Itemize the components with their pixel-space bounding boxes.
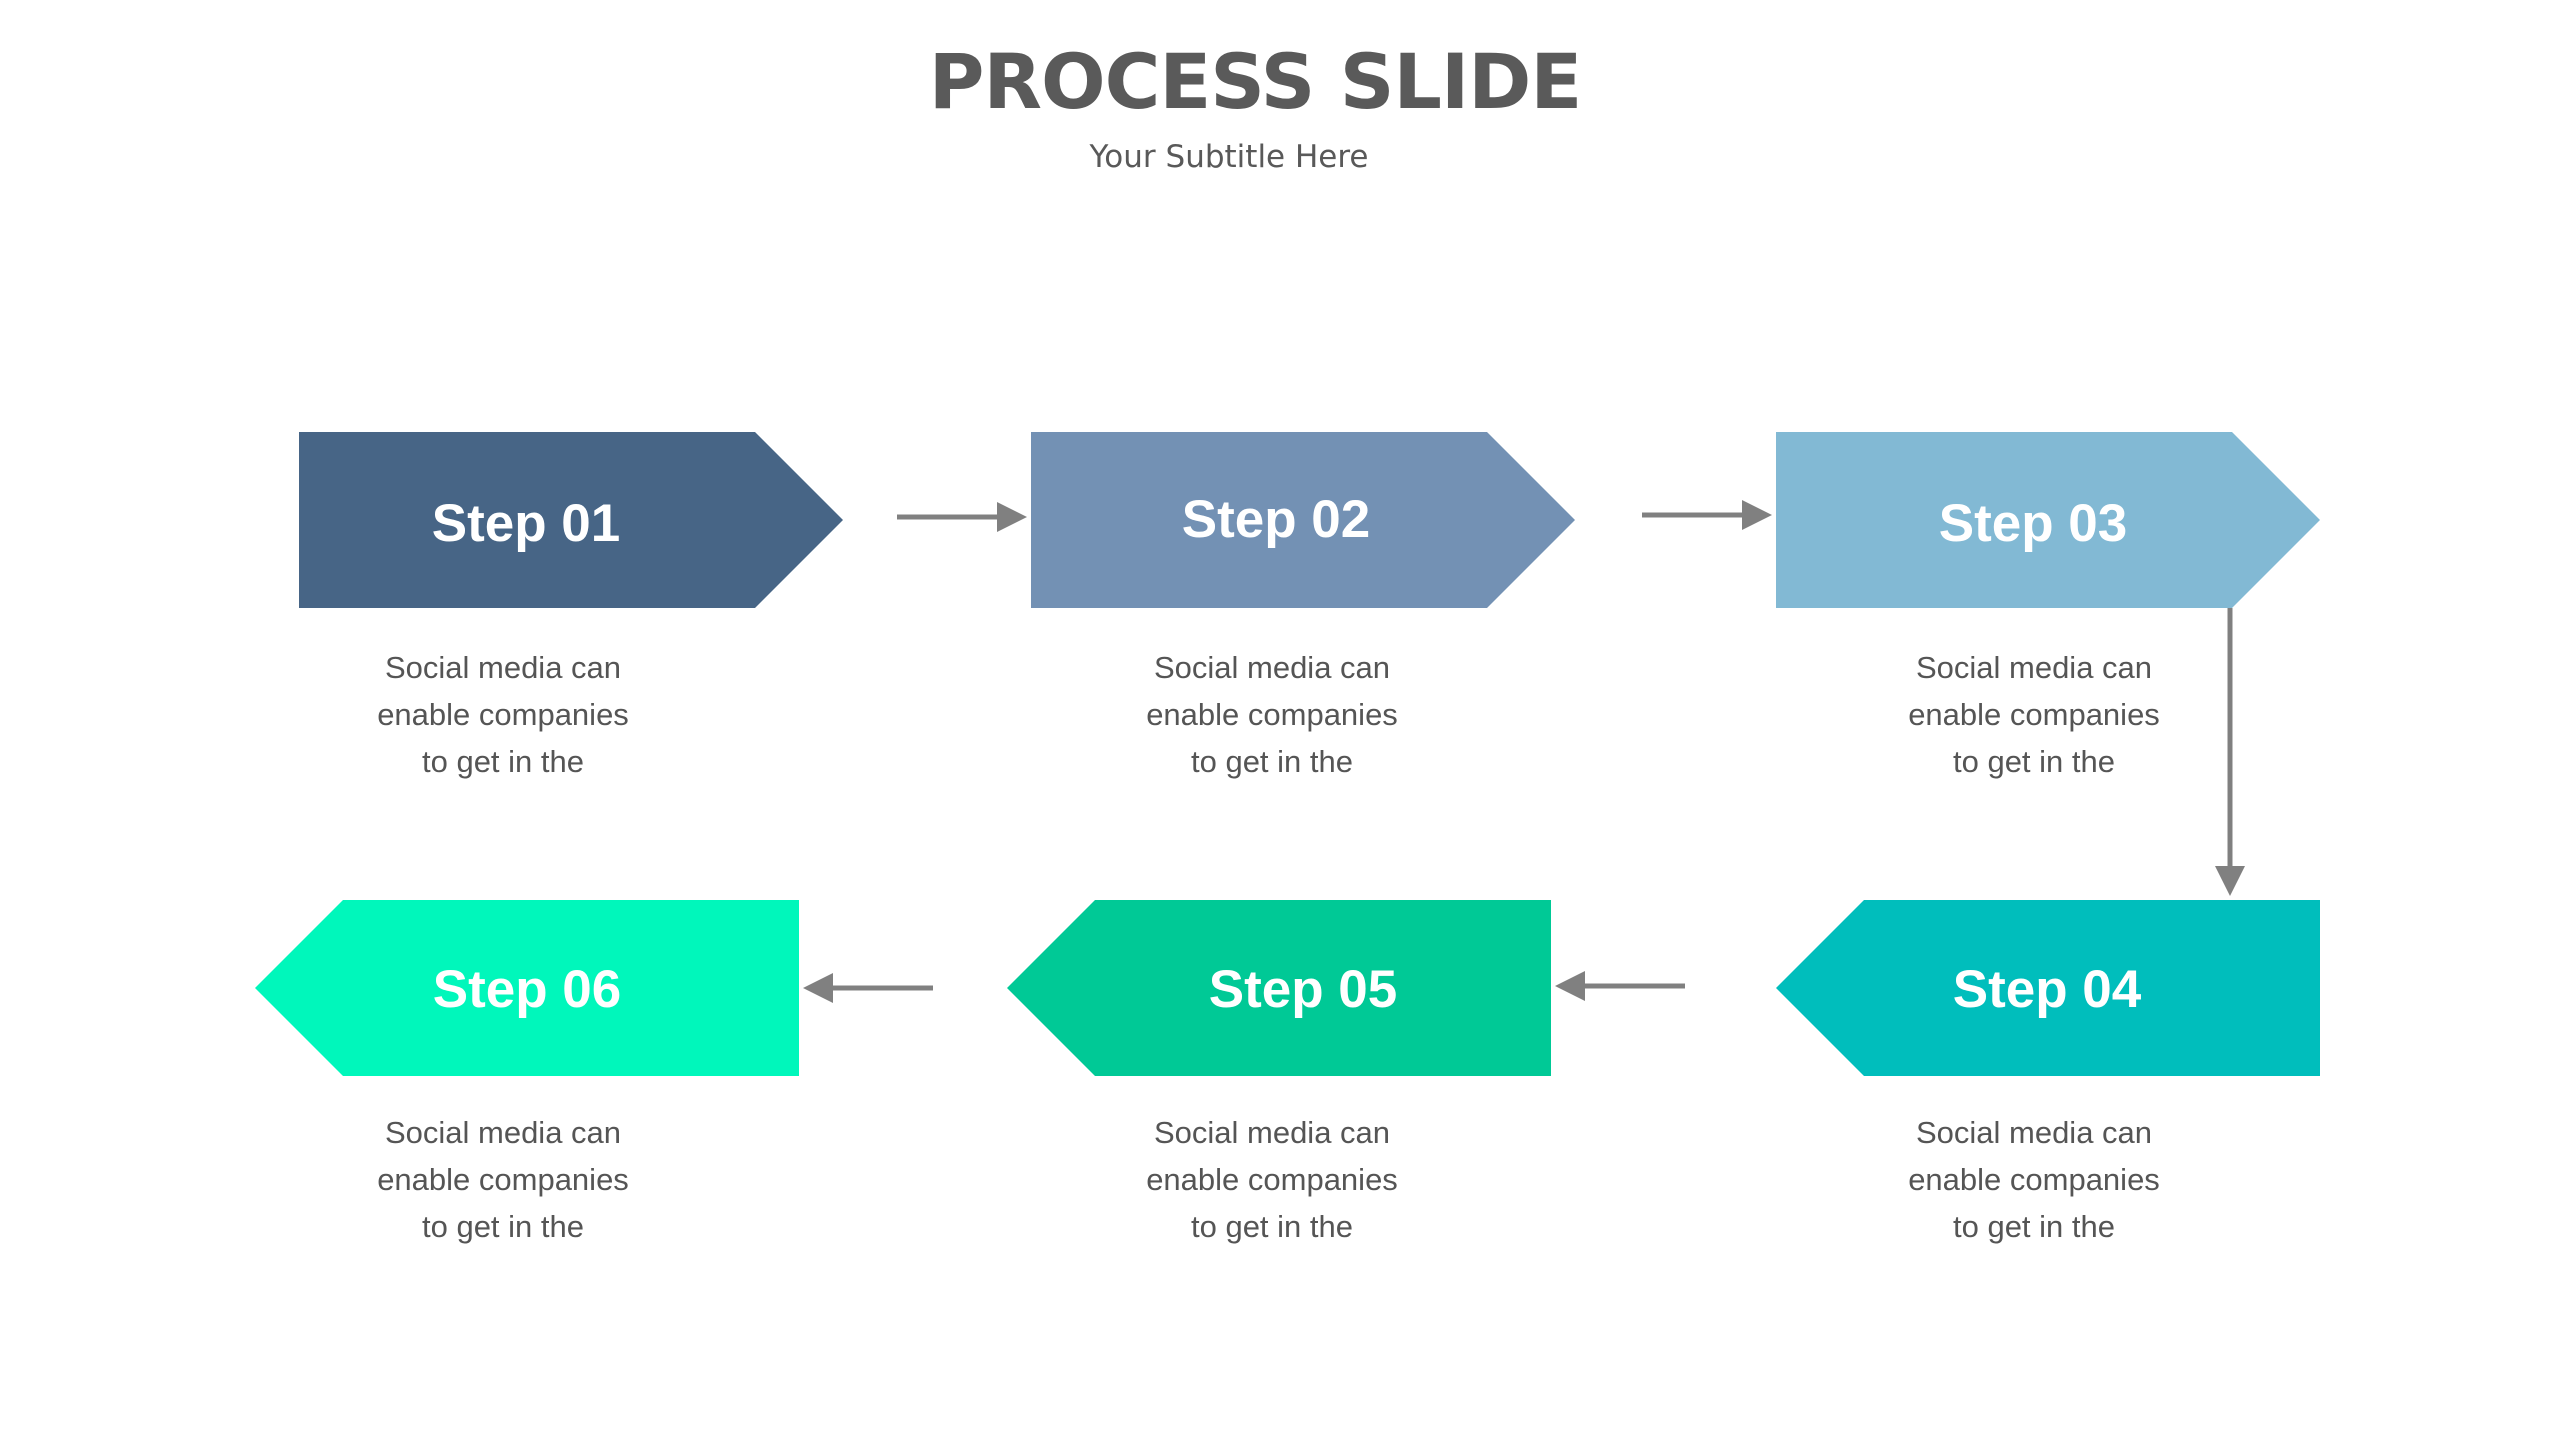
step-06-arrow [255,900,799,1076]
step-04-desc-line-2: enable companies [1908,1162,2160,1197]
step-06-desc-line-3: to get in the [421,1209,584,1244]
step-01-shape: Step 01 [299,432,843,608]
step-06-desc-line-2: enable companies [377,1162,629,1197]
step-03-desc-line-3: to get in the [1952,744,2115,779]
step-05-desc-line-2: enable companies [1146,1162,1398,1197]
step-06-desc-line-1: Social media can [384,1115,622,1150]
step-01-desc-line-1: Social media can [384,650,622,685]
step-04-label: Step 04 [1953,960,2142,1019]
step-05-desc-line-1: Social media can [1153,1115,1391,1150]
step-03-description: Social media can enable companies to get… [1854,644,2214,785]
slide-title: PROCESS SLIDE [928,37,1582,126]
step-04-arrow [1776,900,2320,1076]
step-02-desc-line-2: enable companies [1146,697,1398,732]
step-04-desc-line-3: to get in the [1952,1209,2115,1244]
step-06-shape: Step 06 [255,900,799,1076]
step-04-desc-line-1: Social media can [1915,1115,2153,1150]
step-02-description: Social media can enable companies to get… [1092,644,1452,785]
step-02-desc-line-3: to get in the [1190,744,1353,779]
step-01-arrow [299,432,843,608]
step-05-description: Social media can enable companies to get… [1092,1109,1452,1250]
step-02-label: Step 02 [1182,490,1371,549]
slide-subtitle: Your Subtitle Here [1089,139,1369,175]
step-03-shape: Step 03 [1776,432,2320,608]
step-05-shape: Step 05 [1007,900,1551,1076]
step-05-arrow [1007,900,1551,1076]
step-01-label: Step 01 [432,494,621,553]
step-03-arrow [1776,432,2320,608]
step-02-desc-line-1: Social media can [1153,650,1391,685]
step-02-arrow [1031,432,1575,608]
step-05-desc-line-3: to get in the [1190,1209,1353,1244]
step-01-desc-line-3: to get in the [421,744,584,779]
step-06-description: Social media can enable companies to get… [323,1109,683,1250]
step-03-desc-line-2: enable companies [1908,697,2160,732]
step-03-label: Step 03 [1939,494,2128,553]
step-04-shape: Step 04 [1776,900,2320,1076]
step-03-desc-line-1: Social media can [1915,650,2153,685]
step-01-description: Social media can enable companies to get… [323,644,683,785]
step-05-label: Step 05 [1209,960,1398,1019]
step-06-label: Step 06 [433,960,622,1019]
step-04-description: Social media can enable companies to get… [1854,1109,2214,1250]
step-01-desc-line-2: enable companies [377,697,629,732]
step-02-shape: Step 02 [1031,432,1575,608]
